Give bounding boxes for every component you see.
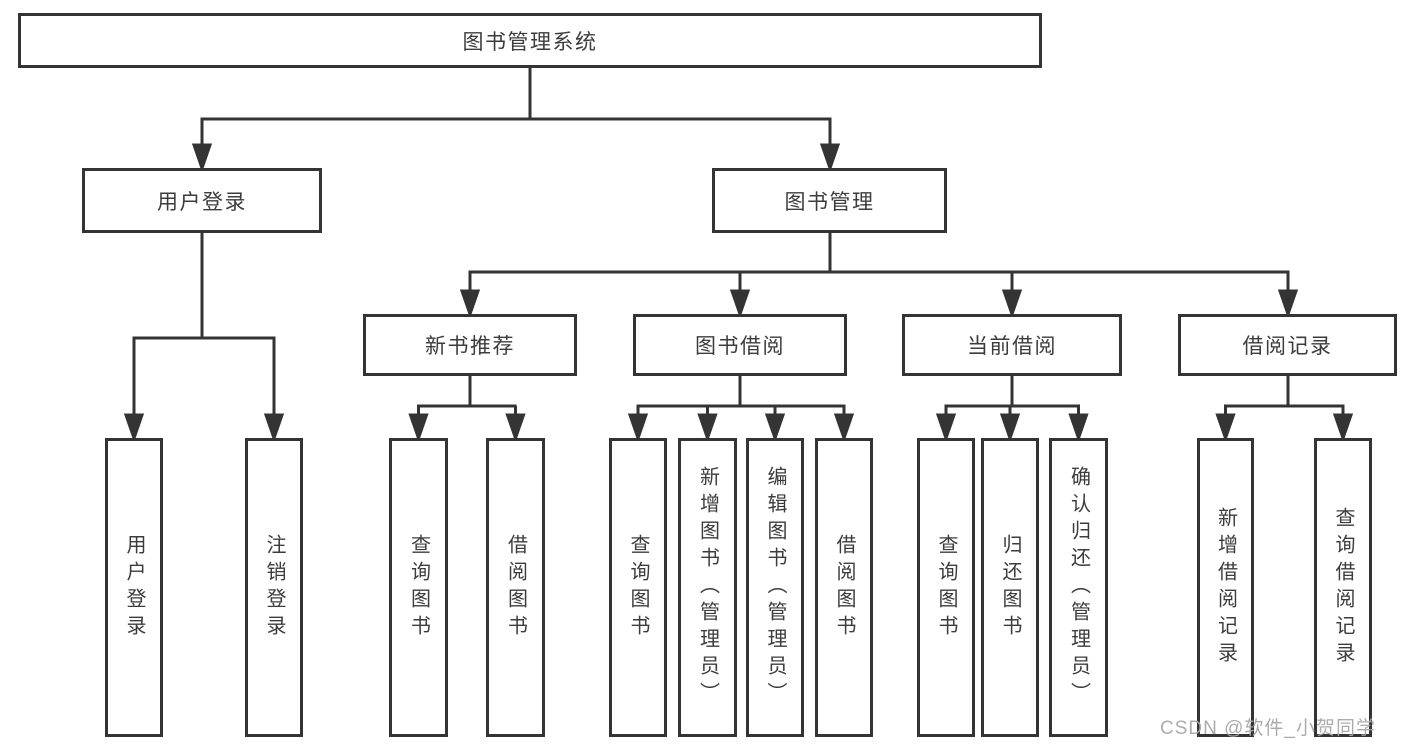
- node-borrow-books-recommend: 借阅图书: [486, 438, 545, 737]
- node-query-books-borrowing: 查询图书: [609, 438, 667, 737]
- node-label: 图书借阅: [695, 335, 785, 358]
- node-borrow-books-action: 借阅图书: [815, 438, 873, 737]
- node-label: 查询图书: [935, 533, 957, 642]
- node-label: 图书管理: [784, 190, 875, 214]
- node-confirm-return-admin: 确认归还（管理员）: [1049, 438, 1108, 737]
- node-label: 新增借阅记录: [1214, 506, 1237, 669]
- node-book-borrowing: 图书借阅: [633, 314, 847, 376]
- node-query-borrow-record: 查询借阅记录: [1314, 438, 1372, 737]
- node-label: 图书管理系统: [462, 30, 598, 54]
- node-label: 当前借阅: [967, 335, 1057, 358]
- node-label: 借阅图书: [833, 533, 855, 642]
- node-label: 新书推荐: [425, 335, 515, 358]
- node-label: 确认归还（管理员）: [1067, 466, 1090, 709]
- node-borrowing-records: 借阅记录: [1178, 314, 1397, 376]
- node-label: 新增图书（管理员）: [696, 466, 719, 709]
- node-add-borrow-record: 新增借阅记录: [1197, 438, 1254, 737]
- csdn-watermark: CSDN @软件_小贺同学: [1160, 718, 1376, 739]
- node-label: 用户登录: [123, 533, 145, 642]
- node-book-management: 图书管理: [712, 168, 947, 233]
- node-label: 借阅图书: [504, 533, 527, 642]
- node-logout-action: 注销登录: [245, 438, 303, 737]
- node-label: 归还图书: [999, 533, 1021, 642]
- node-label: 编辑图书（管理员）: [764, 466, 786, 709]
- node-label: 查询图书: [627, 533, 649, 642]
- node-user-login: 用户登录: [82, 168, 322, 233]
- node-query-books-recommend: 查询图书: [389, 438, 448, 737]
- node-user-login-action: 用户登录: [105, 438, 163, 737]
- node-current-borrowing: 当前借阅: [902, 314, 1122, 376]
- node-new-book-recommendation: 新书推荐: [363, 314, 577, 376]
- node-edit-books-admin: 编辑图书（管理员）: [746, 438, 804, 737]
- node-label: 查询图书: [407, 533, 430, 642]
- node-query-books-current: 查询图书: [917, 438, 975, 737]
- node-label: 查询借阅记录: [1332, 506, 1354, 669]
- node-label: 借阅记录: [1242, 335, 1333, 358]
- node-library-management-system: 图书管理系统: [18, 13, 1042, 68]
- node-label: 用户登录: [157, 190, 247, 214]
- node-label: 注销登录: [263, 533, 285, 642]
- node-add-books-admin: 新增图书（管理员）: [678, 438, 737, 737]
- node-return-books: 归还图书: [981, 438, 1039, 737]
